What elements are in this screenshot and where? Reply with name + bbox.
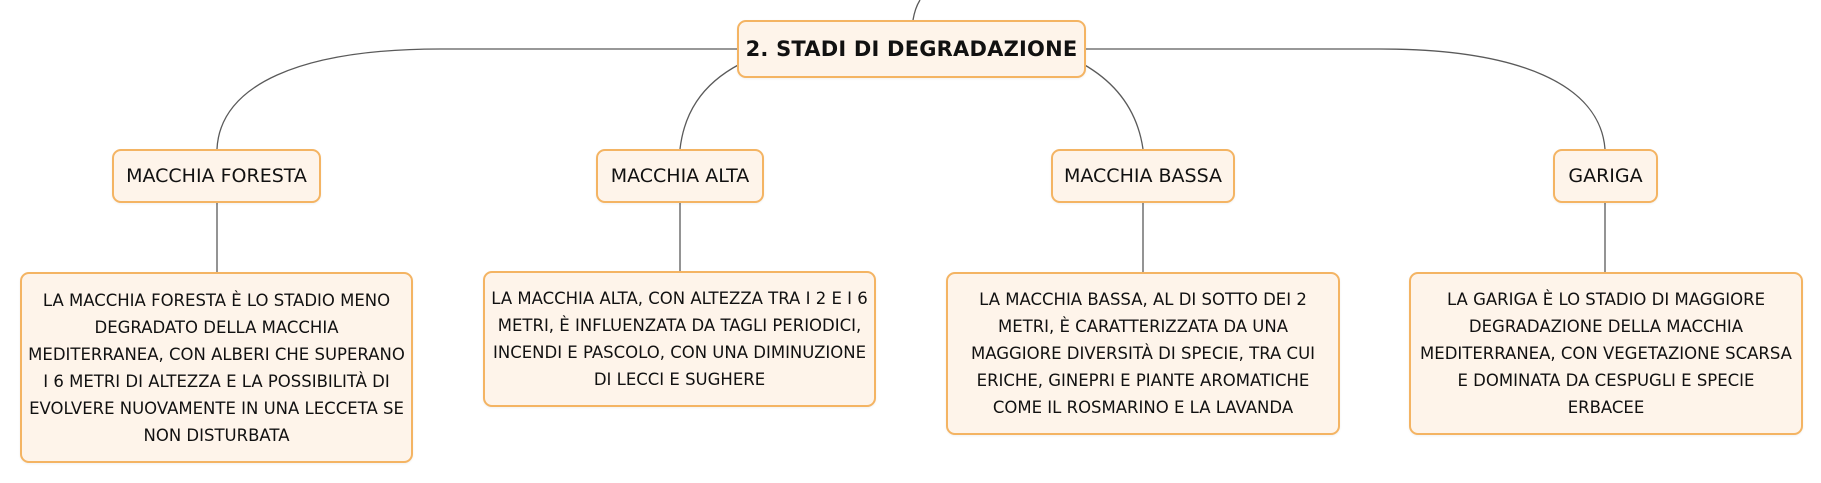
connector-parent-to-root [912,0,921,21]
description-text: LA MACCHIA ALTA, CON ALTEZZA TRA I 2 E I… [491,289,868,389]
stage-gariga[interactable]: GARIGA [1553,149,1658,203]
description-macchia-alta[interactable]: LA MACCHIA ALTA, CON ALTEZZA TRA I 2 E I… [483,271,876,407]
stage-macchia-foresta[interactable]: MACCHIA FORESTA [112,149,321,203]
stage-label: MACCHIA FORESTA [126,165,307,187]
root-topic-label: 2. STADI DI DEGRADAZIONE [745,37,1078,61]
description-macchia-foresta[interactable]: LA MACCHIA FORESTA È LO STADIO MENO DEGR… [20,272,413,463]
connector-root-to-macchia-alta [679,63,741,150]
stage-label: MACCHIA BASSA [1063,165,1223,187]
stage-macchia-bassa[interactable]: MACCHIA BASSA [1051,149,1235,203]
connector-root-to-gariga [1086,48,1606,150]
description-text: LA MACCHIA BASSA, AL DI SOTTO DEI 2 METR… [970,290,1316,417]
description-text: LA MACCHIA FORESTA È LO STADIO MENO DEGR… [28,290,405,445]
description-text: LA GARIGA È LO STADIO DI MAGGIORE DEGRAD… [1420,290,1792,417]
root-topic[interactable]: 2. STADI DI DEGRADAZIONE [737,20,1086,78]
connector-root-to-macchia-foresta [216,48,737,150]
connector-root-to-macchia-bassa [1082,63,1144,150]
description-gariga[interactable]: LA GARIGA È LO STADIO DI MAGGIORE DEGRAD… [1409,272,1803,435]
stage-label: GARIGA [1568,165,1643,187]
stage-label: MACCHIA ALTA [610,165,750,187]
stage-macchia-alta[interactable]: MACCHIA ALTA [596,149,764,203]
description-macchia-bassa[interactable]: LA MACCHIA BASSA, AL DI SOTTO DEI 2 METR… [946,272,1340,435]
